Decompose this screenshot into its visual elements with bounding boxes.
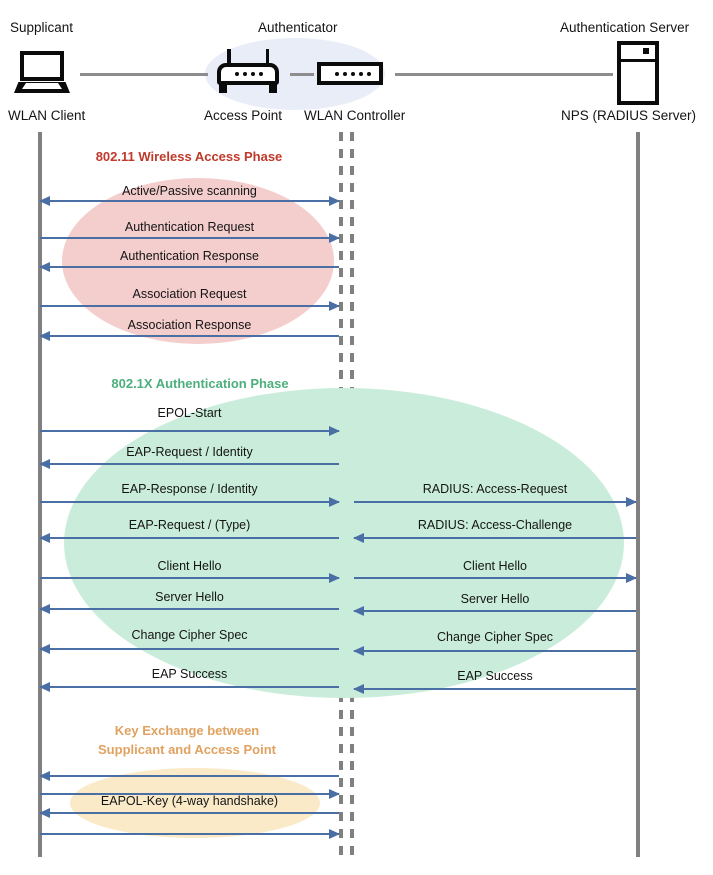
phase-title-dot1x: 802.1X Authentication Phase: [111, 376, 289, 391]
message-arrow: [39, 643, 339, 654]
arrowhead-right-icon: [329, 788, 340, 799]
arrowhead-left-icon: [39, 330, 50, 341]
message-arrow: [354, 496, 637, 507]
message-arrow: [40, 572, 340, 583]
message-arrow: [40, 425, 340, 436]
message-label: Client Hello: [157, 559, 222, 573]
lifeline-supplicant: [38, 132, 42, 857]
arrowhead-right-icon: [329, 496, 340, 507]
wire-controller-to-server: [395, 73, 613, 76]
role-title-authentication-server: Authentication Server: [560, 20, 690, 35]
lifeline-auth-server: [636, 132, 640, 857]
arrowhead-left-icon: [39, 681, 50, 692]
phase-blob-dot1x: [64, 388, 624, 698]
message-label: Change Cipher Spec: [131, 628, 248, 642]
arrowhead-right-icon: [626, 572, 637, 583]
arrowhead-left-icon: [353, 605, 364, 616]
message-label: EAP Success: [151, 667, 228, 681]
wire-ap-to-controller: [290, 73, 314, 76]
message-arrow: [353, 683, 636, 694]
arrowhead-left-icon: [353, 532, 364, 543]
message-arrow: [353, 605, 636, 616]
arrowhead-left-icon: [39, 261, 50, 272]
message-arrow: [353, 645, 636, 656]
message-arrow: [39, 603, 339, 614]
arrowhead-left-icon: [39, 458, 50, 469]
arrowhead-right-icon: [329, 572, 340, 583]
wlan-controller-icon: [317, 62, 383, 85]
message-label: EAP-Response / Identity: [121, 482, 258, 496]
phase-title-key-exchange-line2: Supplicant and Access Point: [98, 742, 276, 757]
phase-blob-wireless-access: [62, 178, 334, 344]
message-arrow: [353, 532, 636, 543]
arrowhead-left-icon: [353, 683, 364, 694]
message-label: EAPOL-Key (4-way handshake): [100, 794, 279, 808]
arrowhead-left-icon: [39, 643, 50, 654]
phase-title-wireless-access: 802.11 Wireless Access Phase: [95, 149, 283, 164]
message-label: Association Response: [127, 318, 252, 332]
message-label: EAP-Request / Identity: [126, 445, 253, 459]
message-label: Authentication Request: [124, 220, 255, 234]
arrowhead-right-icon: [626, 496, 637, 507]
message-label: RADIUS: Access-Challenge: [417, 518, 573, 532]
phase-blob-key-exchange: [70, 768, 320, 838]
message-arrow: [40, 300, 340, 311]
arrowhead-left-icon: [39, 807, 50, 818]
arrowhead-right-icon: [329, 300, 340, 311]
message-arrow: [40, 788, 340, 799]
message-label: Active/Passive scanning: [122, 184, 257, 198]
message-arrow: [39, 330, 339, 341]
node-label-wlan-client: WLAN Client: [8, 108, 86, 123]
message-label: Server Hello: [155, 590, 224, 604]
arrowhead-left-icon: [39, 603, 50, 614]
message-arrow: [39, 458, 339, 469]
message-arrow: [39, 770, 339, 781]
message-arrow: [39, 195, 340, 206]
role-title-authenticator: Authenticator: [258, 20, 338, 35]
arrowhead-right-icon: [329, 195, 340, 206]
arrowhead-left-icon: [39, 195, 50, 206]
arrowhead-left-icon: [39, 770, 50, 781]
message-arrow: [40, 828, 340, 839]
node-label-nps: NPS (RADIUS Server): [561, 108, 697, 123]
arrowhead-right-icon: [329, 425, 340, 436]
message-arrow: [39, 807, 339, 818]
node-label-wlan-controller: WLAN Controller: [304, 108, 406, 123]
message-arrow: [40, 496, 340, 507]
message-label: Server Hello: [460, 592, 530, 606]
access-point-icon: [217, 49, 279, 94]
laptop-icon: [14, 51, 70, 94]
message-arrow: [39, 261, 339, 272]
message-label: Change Cipher Spec: [436, 630, 554, 644]
arrowhead-right-icon: [329, 828, 340, 839]
message-label: EAP-Request / (Type): [128, 518, 251, 532]
message-arrow: [39, 681, 339, 692]
node-label-access-point: Access Point: [204, 108, 283, 123]
arrowhead-left-icon: [39, 532, 50, 543]
message-label: Authentication Response: [120, 249, 259, 263]
role-title-supplicant: Supplicant: [10, 20, 74, 35]
message-label: Association Request: [132, 287, 247, 301]
message-label: EPOL-Start: [157, 406, 222, 420]
phase-title-key-exchange-line1: Key Exchange between: [114, 723, 260, 738]
message-arrow: [39, 532, 339, 543]
message-label: Client Hello: [463, 559, 527, 573]
message-label: RADIUS: Access-Request: [422, 482, 568, 496]
message-arrow: [40, 232, 340, 243]
arrowhead-left-icon: [353, 645, 364, 656]
wire-client-to-ap: [80, 73, 208, 76]
server-icon: [617, 41, 659, 105]
message-label: EAP Success: [457, 669, 533, 683]
message-arrow: [354, 572, 637, 583]
arrowhead-right-icon: [329, 232, 340, 243]
